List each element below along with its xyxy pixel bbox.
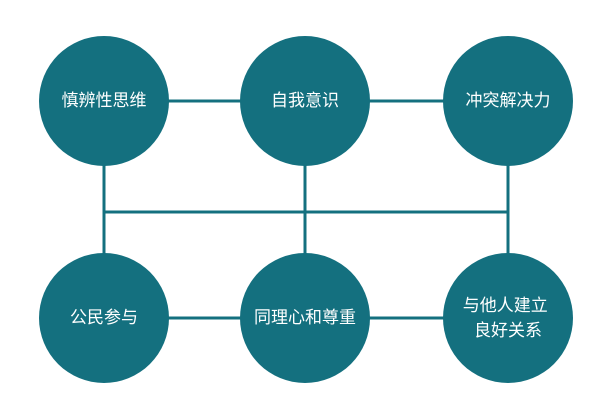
node-circle bbox=[443, 253, 573, 383]
node-label: 公民参与 bbox=[70, 308, 138, 328]
node-conflict-resolution: 冲突解决力 bbox=[443, 36, 573, 166]
node-label: 同理心和尊重 bbox=[254, 308, 356, 328]
node-relationships: 与他人建立 良好关系 bbox=[443, 253, 573, 383]
node-label-line: 自我意识 bbox=[271, 91, 339, 111]
node-circle bbox=[240, 36, 370, 166]
node-label-line: 良好关系 bbox=[474, 321, 542, 341]
node-label-line: 冲突解决力 bbox=[466, 91, 551, 111]
node-circle bbox=[240, 253, 370, 383]
node-civic-participation: 公民参与 bbox=[39, 253, 169, 383]
node-critical-thinking: 慎辨性思维 bbox=[39, 36, 169, 166]
node-label: 慎辨性思维 bbox=[62, 91, 147, 111]
node-label-line: 与他人建立 bbox=[463, 296, 548, 316]
node-label: 冲突解决力 bbox=[466, 91, 551, 111]
node-label: 自我意识 bbox=[271, 91, 339, 111]
node-self-awareness: 自我意识 bbox=[240, 36, 370, 166]
node-label: 与他人建立 良好关系 bbox=[463, 296, 553, 341]
node-label-line: 慎辨性思维 bbox=[62, 91, 147, 111]
node-circle bbox=[39, 36, 169, 166]
node-label-line: 公民参与 bbox=[70, 308, 138, 328]
node-circle bbox=[39, 253, 169, 383]
node-label-line: 同理心和尊重 bbox=[254, 308, 356, 328]
node-circle bbox=[443, 36, 573, 166]
node-empathy-respect: 同理心和尊重 bbox=[240, 253, 370, 383]
